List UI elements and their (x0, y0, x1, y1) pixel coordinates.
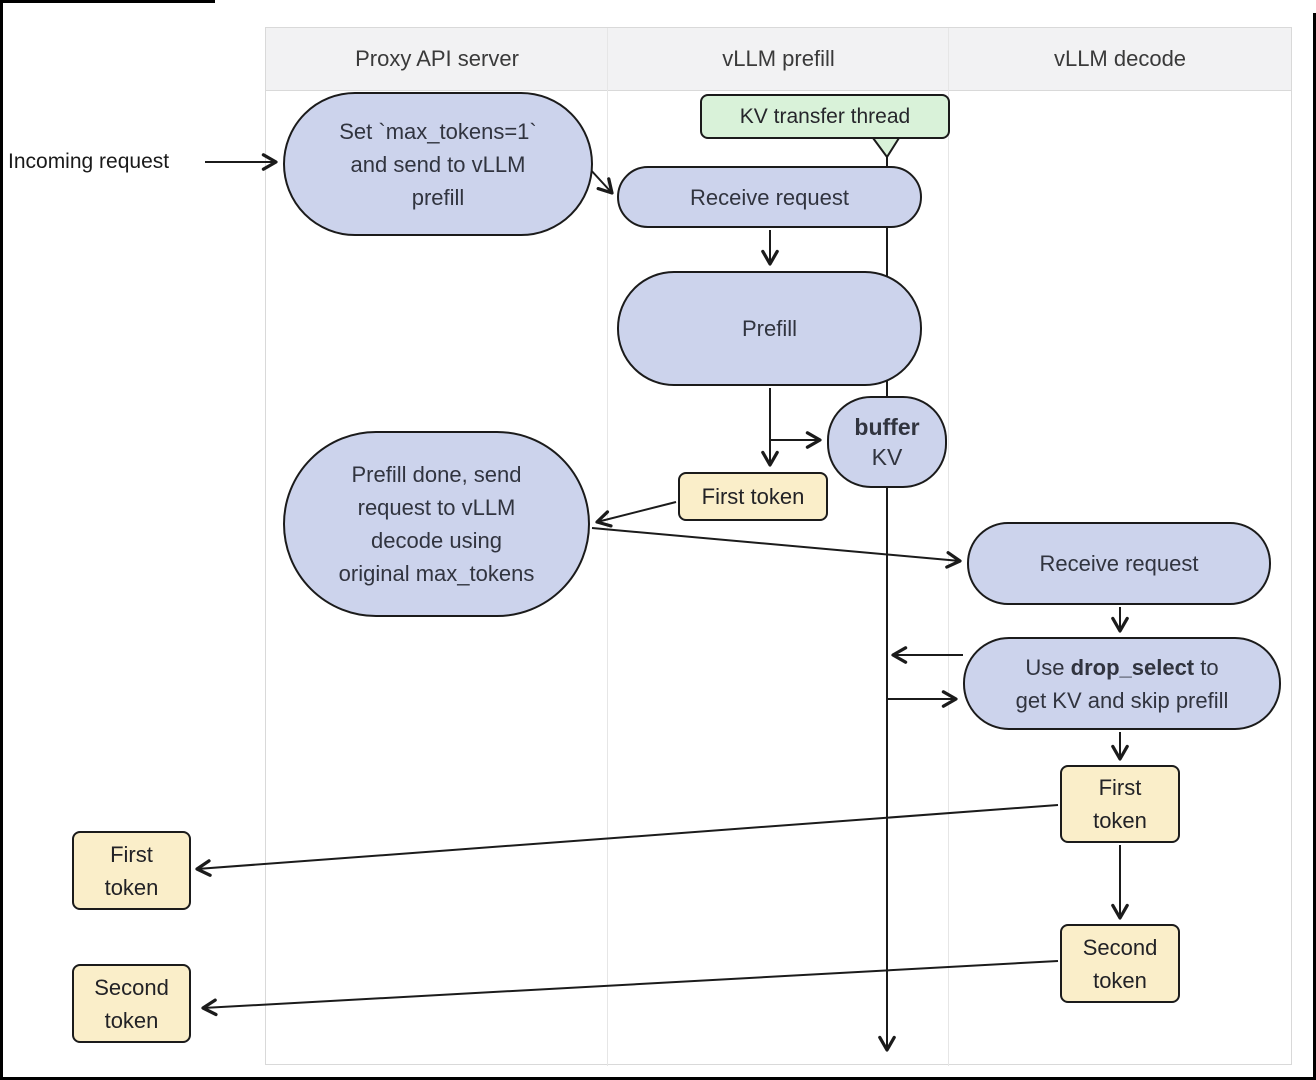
node-line: Prefill done, send (351, 462, 522, 487)
node-line: Second (94, 974, 169, 1000)
incoming-request-label: Incoming request (8, 150, 170, 173)
node-line: token (104, 1007, 159, 1033)
node-line: Prefill (741, 316, 797, 341)
node-line: First (1098, 775, 1142, 800)
node-first-token-output: First token (72, 831, 191, 910)
node-first-token-decode: First token (1060, 765, 1180, 843)
swimlane-header: Proxy API server vLLM prefill vLLM decod… (266, 28, 1291, 91)
node-line: First token (701, 484, 805, 509)
lane-title-vllm-prefill: vLLM prefill (722, 46, 835, 71)
frame-border-left (0, 0, 3, 1080)
node-second-token-output: Second token (72, 964, 191, 1043)
node-line: Receive request (690, 184, 849, 210)
node-kv-transfer-thread: KV transfer thread (700, 94, 950, 139)
node-line: prefill (411, 184, 465, 210)
node-line: First (110, 841, 153, 867)
node-prefill-done: Prefill done, send request to vLLM decod… (283, 431, 590, 617)
lane-title-vllm-decode: vLLM decode (1053, 46, 1187, 71)
node-text-part: Use (1025, 654, 1071, 680)
node-line: token (1093, 967, 1147, 993)
node-line: Receive request (1039, 551, 1199, 576)
node-prefill: Prefill (617, 271, 922, 386)
node-line: Use drop_select to (1025, 651, 1218, 684)
node-receive-request-prefill: Receive request (617, 166, 922, 228)
node-line: buffer (854, 414, 920, 440)
frame-border-right (1313, 13, 1316, 1080)
node-line: get KV and skip prefill (1015, 687, 1229, 713)
node-line: token (1093, 808, 1147, 833)
frame-border-top (0, 0, 215, 3)
node-line: Second (1082, 934, 1158, 960)
node-line: request to vLLM (357, 495, 516, 520)
node-line: original max_tokens (338, 561, 535, 586)
node-line: and send to vLLM (350, 151, 526, 177)
node-line: token (104, 874, 159, 900)
node-set-max-tokens: Set `max_tokens=1` and send to vLLM pref… (283, 92, 593, 236)
node-line: decode using (371, 528, 502, 553)
node-line: Set `max_tokens=1` (339, 118, 537, 144)
node-text-part: to (1194, 654, 1219, 680)
node-line: KV (871, 444, 903, 470)
node-receive-request-decode: Receive request (967, 522, 1271, 605)
node-second-token-decode: Second token (1060, 924, 1180, 1003)
frame-border-bottom (0, 1077, 1316, 1080)
node-text-part-bold: drop_select (1070, 654, 1195, 680)
lane-divider (948, 28, 949, 1066)
node-first-token-prefill: First token (678, 472, 828, 521)
lane-divider (607, 28, 608, 1066)
lane-title-proxy-api-server: Proxy API server (355, 46, 519, 71)
node-line: KV transfer thread (739, 105, 911, 128)
node-buffer-kv: buffer KV (827, 396, 947, 488)
node-use-drop-select: Use drop_select to get KV and skip prefi… (963, 637, 1281, 730)
